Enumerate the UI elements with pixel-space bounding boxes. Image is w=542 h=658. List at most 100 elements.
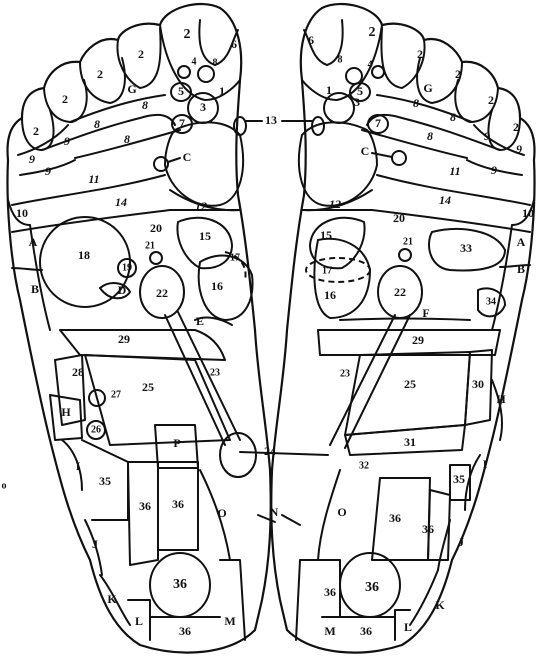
label-right-zone-22: 22 [394,285,406,299]
right-foot [271,4,534,653]
label-right-toe-3: 2 [455,67,461,81]
label-right-zone-9-a: 9 [484,129,490,143]
label-zone-24: 24 [264,444,276,458]
label-zone-28: 28 [72,365,84,379]
label-left-toe-2: 2 [138,47,144,61]
label-left-zone-i: I [76,459,81,473]
left-zone-24-bladder [220,433,256,477]
right-zone-4-dot [372,66,384,78]
label-right-zone-b: B [517,262,525,276]
right-zone-m [296,560,318,640]
label-left-zone-o: O [217,506,226,520]
label-right-zone-i: I [483,457,488,471]
zone-24-pointer-line [240,452,328,455]
label-right-zone-36-c: 36 [324,585,336,599]
label-right-zone-j: J [458,535,464,549]
label-left-zone-11: 11 [88,172,99,186]
right-zone-i [465,455,480,510]
label-right-zone-8-a: 8 [413,96,419,110]
right-zone-23-ureter-a [330,315,395,445]
label-left-zone-15: 15 [199,229,211,243]
zone-c-pointer-left [168,158,180,162]
left-zone-21-dot [150,252,162,264]
label-left-zone-10: 10 [16,206,28,220]
label-zone-27: 27 [111,389,121,400]
right-zone-c-dot [392,151,406,165]
label-right-zone-16: 16 [324,288,336,302]
label-zone-19: 19 [122,262,132,273]
label-left-zone-14: 14 [115,195,127,209]
label-right-zone-10: 10 [522,206,534,220]
label-zone-31: 31 [404,435,416,449]
right-zone-21-dot [399,249,411,261]
label-left-zone-g: G [127,82,136,96]
label-right-zone-o: O [337,505,346,519]
label-right-zone-12: 12 [329,197,341,211]
label-zone-34: 34 [486,296,496,307]
left-zone-8-dot [198,66,214,82]
left-zone-13-mark [234,117,246,135]
label-zone-18: 18 [78,248,90,262]
label-left-zone-7: 7 [179,116,185,130]
left-zone-36-stack-a [128,462,158,565]
stray-mark: o [2,480,7,491]
label-zone-26: 26 [91,424,101,435]
label-right-zone-8-c: 8 [427,129,433,143]
label-right-zone-c: C [361,144,370,158]
label-left-zone-1: 1 [219,84,225,98]
label-left-zone-12: 12 [195,199,207,213]
label-left-zone-29: 29 [118,332,130,346]
left-zone-18-circle [40,217,130,307]
label-right-zone-36-heel: 36 [365,580,379,595]
label-right-zone-a: A [517,235,526,249]
label-left-zone-36-d: 36 [179,624,191,638]
label-left-zone-9-a: 9 [64,134,70,148]
right-zone-3-circle [324,93,354,123]
label-right-zone-11: 11 [449,164,460,178]
label-right-zone-2-big-toe: 2 [369,25,376,40]
label-right-zone-8-b: 8 [450,110,456,124]
label-zone-e: E [196,314,204,328]
left-zone-23-ureter-b [178,312,240,440]
left-zone-25 [85,355,230,445]
label-left-zone-a: A [29,235,38,249]
label-left-zone-8-c: 8 [124,132,130,146]
label-right-zone-h: H [496,392,506,406]
label-right-zone-21: 21 [403,236,413,247]
label-right-zone-m: M [324,624,335,638]
label-zone-33: 33 [460,241,472,255]
label-right-zone-14: 14 [439,193,451,207]
label-right-zone-36-a: 36 [389,511,401,525]
label-left-zone-9-b: 9 [29,152,35,166]
label-right-toe-2: 2 [417,47,423,61]
label-left-toe-4: 2 [62,92,68,106]
label-left-toe-3: 2 [97,67,103,81]
label-right-zone-36-b: 36 [422,522,434,536]
label-right-zone-l: L [404,620,412,634]
label-left-zone-c: C [183,150,192,164]
label-right-zone-15: 15 [320,228,332,242]
label-right-zone-1: 1 [326,83,332,97]
label-left-zone-8-a: 8 [142,98,148,112]
label-zone-f: F [422,306,429,320]
label-left-zone-36-a: 36 [139,499,151,513]
label-left-zone-2-big-toe: 2 [184,27,191,42]
label-right-zone-20: 20 [393,211,405,225]
label-left-toe-5: 2 [33,124,39,138]
label-left-zone-36-heel: 36 [173,577,187,592]
left-zone-m [220,560,245,640]
label-left-zone-36-b: 36 [172,497,184,511]
label-right-zone-9-b: 9 [516,142,522,156]
label-left-zone-35: 35 [99,474,111,488]
zone-n-pointer-right [282,515,300,525]
label-left-zone-4: 4 [192,56,197,67]
label-right-zone-35: 35 [453,472,465,486]
label-left-zone-9-c: 9 [45,164,51,178]
label-left-zone-k: K [107,592,117,606]
label-left-zone-m: M [224,614,235,628]
label-right-zone-4: 4 [368,59,373,70]
right-zone-k [410,570,438,625]
label-zone-p: P [173,436,180,450]
label-left-zone-j: J [92,537,98,551]
